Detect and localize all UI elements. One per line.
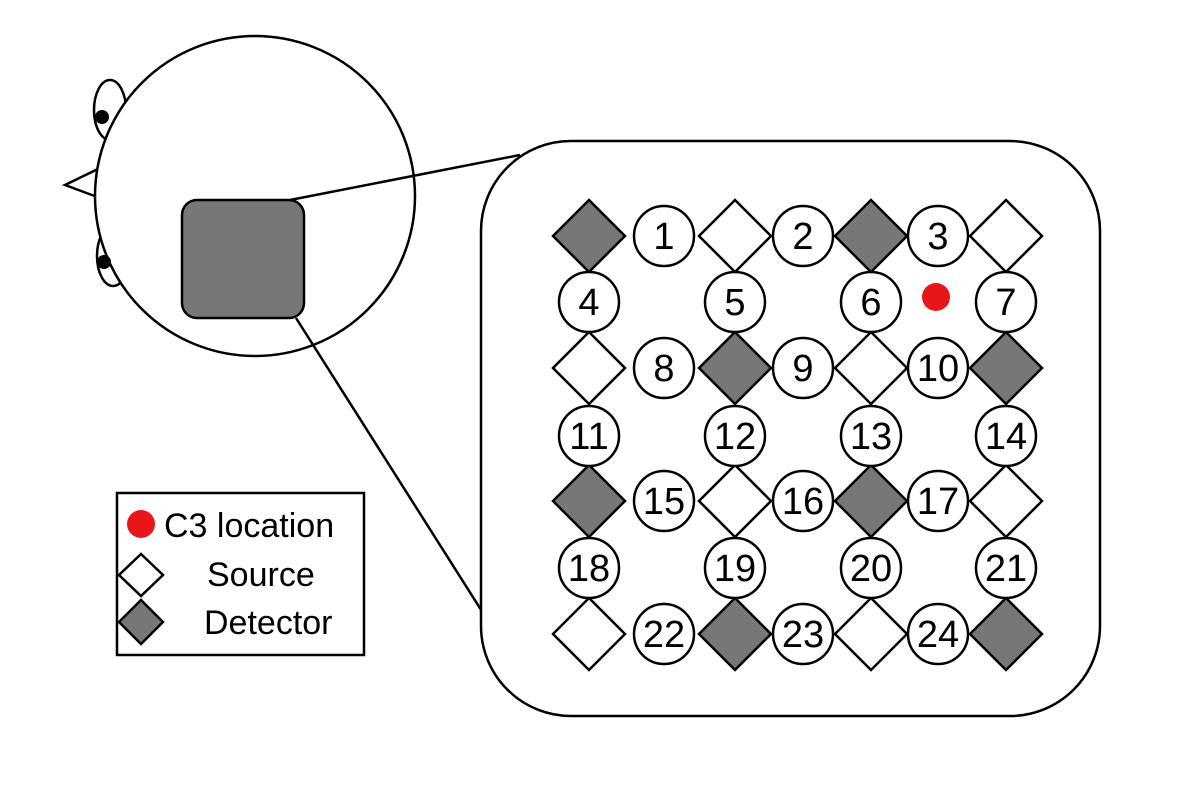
- legend-detector-diamond: [117, 598, 165, 646]
- channel-22: 22: [632, 602, 696, 666]
- channel-circle: [771, 469, 835, 533]
- channel-circle: [906, 602, 970, 666]
- channel-circle: [839, 536, 903, 600]
- channel-4: 4: [557, 270, 621, 334]
- channel-circle: [632, 469, 696, 533]
- channel-3: 3: [906, 204, 970, 268]
- channel-circle: [632, 602, 696, 666]
- channel-circle: [974, 270, 1038, 334]
- channel-label: 24: [917, 614, 959, 656]
- channel-circle: [906, 336, 970, 400]
- channel-circle: [703, 536, 767, 600]
- detector-optode: [968, 596, 1044, 672]
- channel-label: 13: [850, 416, 892, 458]
- head-group: [61, 34, 417, 358]
- legend-c3-label: C3 location: [164, 507, 334, 545]
- legend-source-label: Source: [207, 556, 315, 594]
- channel-10: 10: [906, 336, 970, 400]
- legend-source-diamond: [117, 552, 165, 598]
- channel-7: 7: [974, 270, 1038, 334]
- legend: C3 location Source Detector: [115, 491, 366, 657]
- channel-circle: [839, 270, 903, 334]
- channel-circle: [906, 469, 970, 533]
- channel-circle: [906, 204, 970, 268]
- montage-panel: [479, 139, 1102, 718]
- channel-circle: [771, 336, 835, 400]
- channel-circle: [771, 602, 835, 666]
- channel-1: 1: [632, 204, 696, 268]
- channel-2: 2: [771, 204, 835, 268]
- channel-circle: [771, 204, 835, 268]
- detector-optode: [968, 330, 1044, 406]
- channel-label: 3: [927, 216, 948, 258]
- channel-14: 14: [974, 404, 1038, 468]
- channel-circle: [557, 270, 621, 334]
- channel-20: 20: [839, 536, 903, 600]
- channel-label: 7: [995, 282, 1016, 324]
- left-ear-dot-icon: [95, 110, 109, 124]
- channel-12: 12: [703, 404, 767, 468]
- channel-circle: [557, 404, 621, 468]
- channel-circle: [703, 270, 767, 334]
- channel-21: 21: [974, 536, 1038, 600]
- channel-11: 11: [557, 404, 621, 468]
- channel-label: 5: [724, 282, 745, 324]
- c3-location-marker: [922, 283, 950, 311]
- channel-16: 16: [771, 469, 835, 533]
- channel-label: 14: [985, 416, 1027, 458]
- source-optode: [551, 596, 627, 672]
- channel-23: 23: [771, 602, 835, 666]
- channel-24: 24: [906, 602, 970, 666]
- right-ear-dot-icon: [97, 255, 111, 269]
- probe-patch: [180, 198, 306, 320]
- legend-c3-dot: [127, 510, 155, 538]
- channel-circle: [703, 404, 767, 468]
- channel-label: 15: [643, 481, 685, 523]
- detector-optode: [697, 330, 773, 406]
- channel-label: 6: [860, 282, 881, 324]
- source-optode: [833, 330, 909, 406]
- channel-17: 17: [906, 469, 970, 533]
- channel-label: 21: [985, 548, 1027, 590]
- channel-label: 23: [782, 614, 824, 656]
- channel-6: 6: [839, 270, 903, 334]
- channel-label: 18: [568, 548, 610, 590]
- channel-circle: [974, 536, 1038, 600]
- channel-label: 12: [714, 416, 756, 458]
- channel-label: 19: [714, 548, 756, 590]
- channel-label: 16: [782, 481, 824, 523]
- channel-5: 5: [703, 270, 767, 334]
- detector-optode: [697, 596, 773, 672]
- channel-label: 20: [850, 548, 892, 590]
- legend-detector-label: Detector: [204, 604, 333, 642]
- channel-label: 4: [578, 282, 599, 324]
- channel-circle: [974, 404, 1038, 468]
- channel-18: 18: [557, 536, 621, 600]
- channel-8: 8: [632, 336, 696, 400]
- channel-label: 8: [653, 348, 674, 390]
- optode-layer: [551, 198, 1044, 672]
- channel-15: 15: [632, 469, 696, 533]
- channel-label: 17: [917, 481, 959, 523]
- channel-circle: [632, 204, 696, 268]
- zoom-line-top: [289, 153, 521, 202]
- channel-circle: [632, 336, 696, 400]
- channel-circle: [839, 404, 903, 468]
- channel-circle: [557, 536, 621, 600]
- channel-label: 9: [792, 348, 813, 390]
- channel-label: 2: [792, 216, 813, 258]
- head-outline: [93, 34, 417, 358]
- source-optode: [833, 596, 909, 672]
- channel-label: 1: [653, 216, 674, 258]
- zoom-line-bottom: [294, 317, 499, 636]
- channel-label: 11: [569, 416, 608, 458]
- channel-13: 13: [839, 404, 903, 468]
- channel-9: 9: [771, 336, 835, 400]
- channel-label: 22: [643, 614, 685, 656]
- channel-19: 19: [703, 536, 767, 600]
- source-optode: [551, 330, 627, 406]
- channel-label: 10: [917, 348, 959, 390]
